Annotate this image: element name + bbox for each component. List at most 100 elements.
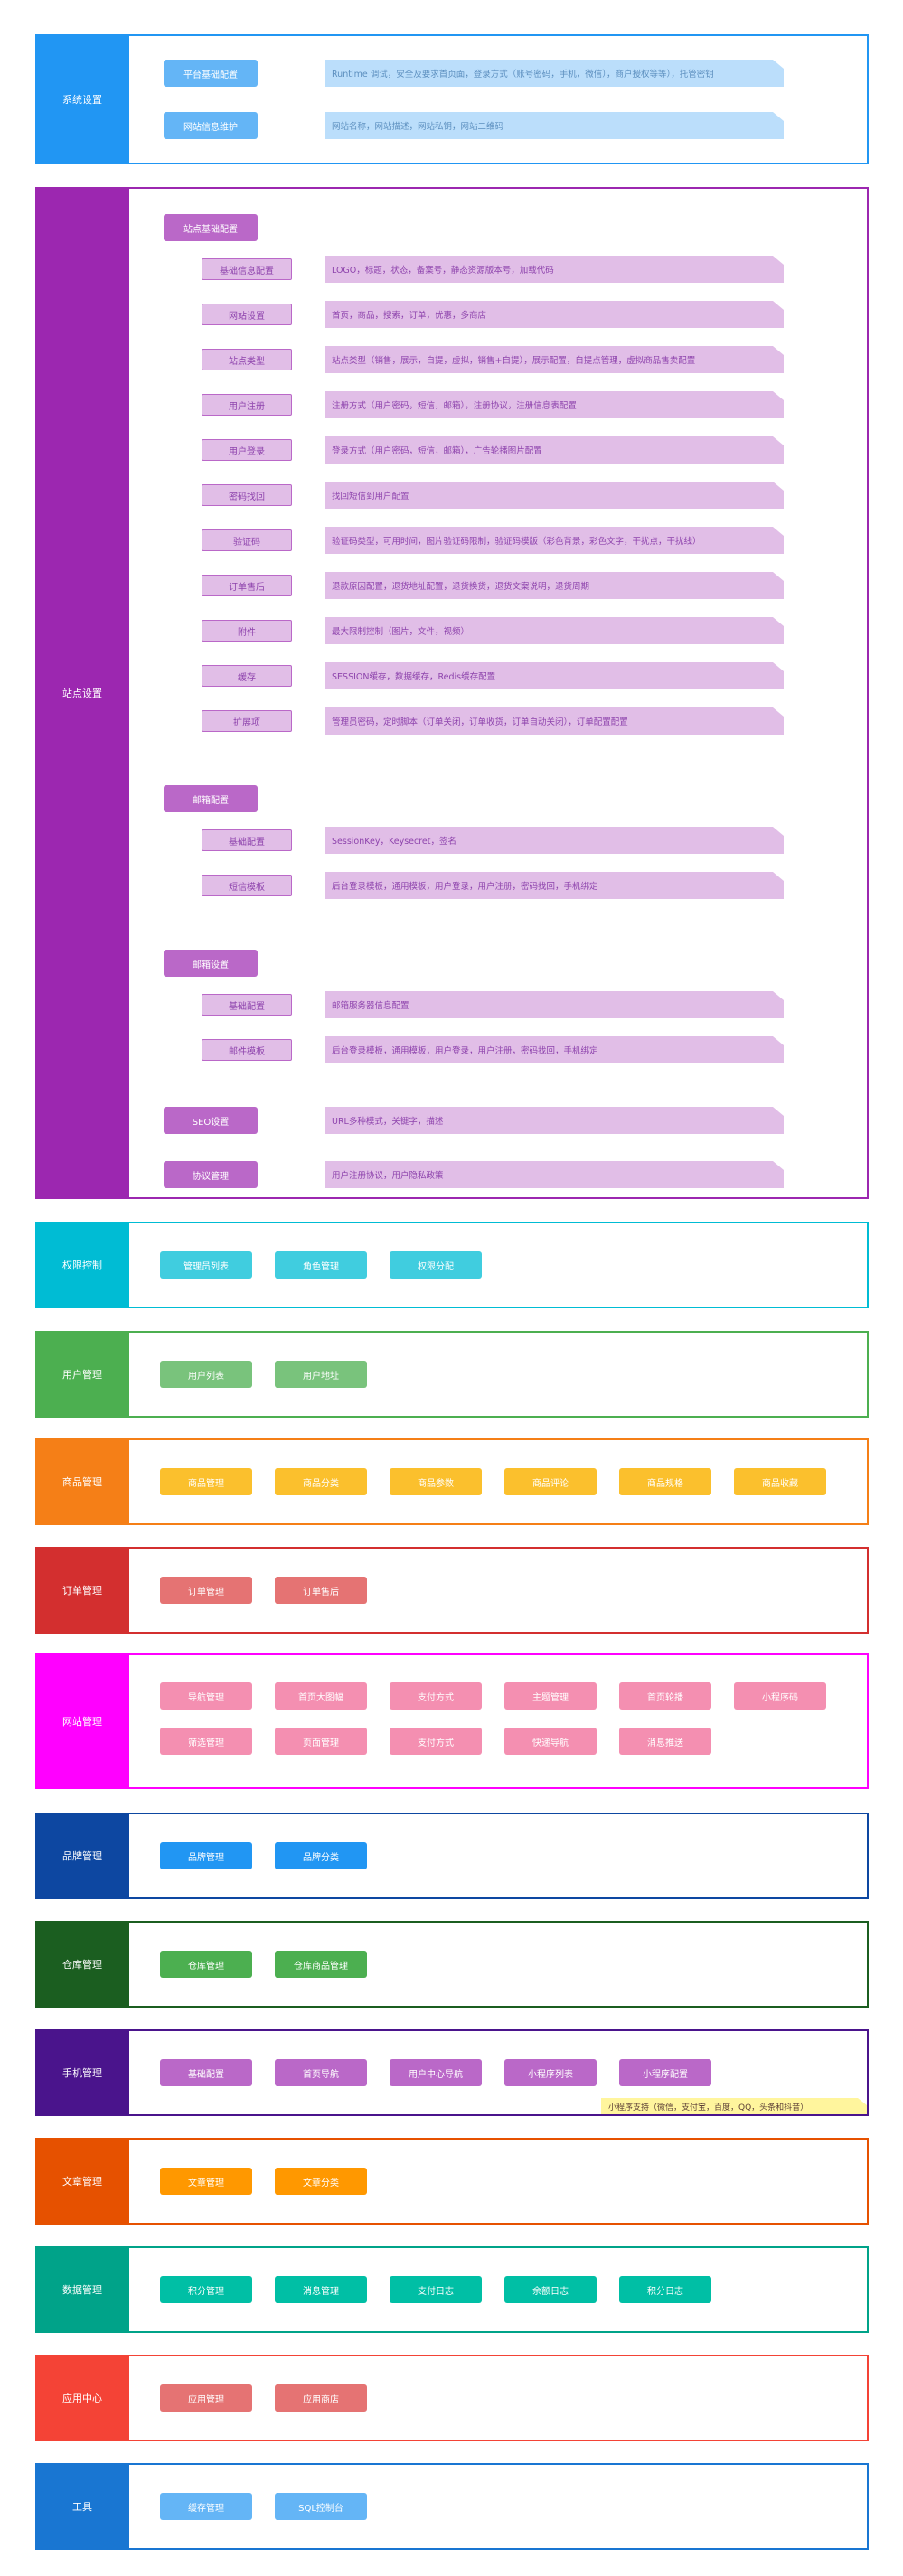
config-button[interactable]: 平台基础配置 bbox=[164, 60, 258, 87]
group-button[interactable]: 邮箱设置 bbox=[164, 950, 258, 977]
module-button[interactable]: 余额日志 bbox=[504, 2276, 597, 2303]
sub-item[interactable]: 基础信息配置 bbox=[202, 258, 292, 280]
section-title: 手机管理 bbox=[35, 2029, 129, 2116]
sub-item[interactable]: 扩展项 bbox=[202, 710, 292, 732]
module-button[interactable]: 订单管理 bbox=[160, 1577, 252, 1604]
sub-item[interactable]: 用户注册 bbox=[202, 394, 292, 416]
module-button[interactable]: 页面管理 bbox=[275, 1728, 367, 1755]
module-button[interactable]: 小程序配置 bbox=[619, 2059, 711, 2086]
tail-button[interactable]: SEO设置 bbox=[164, 1107, 258, 1134]
sub-item[interactable]: 站点类型 bbox=[202, 349, 292, 370]
module-button[interactable]: 商品规格 bbox=[619, 1468, 711, 1495]
module-button[interactable]: 支付日志 bbox=[390, 2276, 482, 2303]
config-description: 网站名称，网站描述，网站私钥，网站二维码 bbox=[325, 112, 784, 139]
section-title: 权限控制 bbox=[35, 1222, 129, 1308]
section-user: 用户管理 用户列表用户地址 bbox=[35, 1331, 869, 1418]
sub-item[interactable]: 密码找回 bbox=[202, 484, 292, 506]
corner-fold bbox=[773, 707, 784, 717]
module-button[interactable]: 积分管理 bbox=[160, 2276, 252, 2303]
module-button[interactable]: 仓库管理 bbox=[160, 1951, 252, 1978]
section-brand: 品牌管理品牌管理品牌分类 bbox=[35, 1813, 869, 1899]
section-title: 用户管理 bbox=[35, 1331, 129, 1418]
section-title: 站点设置 bbox=[35, 187, 129, 1199]
corner-fold bbox=[773, 301, 784, 310]
module-button[interactable]: 权限分配 bbox=[390, 1251, 482, 1279]
module-button[interactable]: 小程序码 bbox=[734, 1682, 826, 1710]
module-button[interactable]: 导航管理 bbox=[160, 1682, 252, 1710]
config-description: Runtime 调试，安全及要求首页面，登录方式（账号密码，手机，微信），商户授… bbox=[325, 60, 784, 87]
module-button[interactable]: 商品评论 bbox=[504, 1468, 597, 1495]
module-button[interactable]: 商品收藏 bbox=[734, 1468, 826, 1495]
sub-item[interactable]: 基础配置 bbox=[202, 994, 292, 1016]
sub-item-description: 找回短信到用户配置 bbox=[325, 482, 784, 509]
module-button[interactable]: 用户列表 bbox=[160, 1361, 252, 1388]
module-button[interactable]: 用户中心导航 bbox=[390, 2059, 482, 2086]
module-button[interactable]: 应用商店 bbox=[275, 2384, 367, 2412]
corner-fold bbox=[773, 1161, 784, 1170]
group-button[interactable]: 站点基础配置 bbox=[164, 214, 258, 241]
module-button[interactable]: 基础配置 bbox=[160, 2059, 252, 2086]
sub-item-description: 管理员密码，定时脚本（订单关闭，订单收货，订单自动关闭），订单配置配置 bbox=[325, 707, 784, 735]
module-button[interactable]: 小程序列表 bbox=[504, 2059, 597, 2086]
tail-button[interactable]: 协议管理 bbox=[164, 1161, 258, 1188]
sub-item[interactable]: 邮件模板 bbox=[202, 1039, 292, 1061]
sub-item[interactable]: 缓存 bbox=[202, 665, 292, 687]
sub-item[interactable]: 订单售后 bbox=[202, 575, 292, 596]
module-button[interactable]: SQL控制台 bbox=[275, 2493, 367, 2520]
module-button[interactable]: 应用管理 bbox=[160, 2384, 252, 2412]
module-button[interactable]: 支付方式 bbox=[390, 1728, 482, 1755]
module-button[interactable]: 首页轮播 bbox=[619, 1682, 711, 1710]
section-title: 工具 bbox=[35, 2463, 129, 2550]
tail-description: 用户注册协议，用户隐私政策 bbox=[325, 1161, 784, 1188]
module-button[interactable]: 品牌管理 bbox=[160, 1842, 252, 1869]
section-title: 系统设置 bbox=[35, 34, 129, 164]
sub-item[interactable]: 网站设置 bbox=[202, 304, 292, 325]
sub-item[interactable]: 用户登录 bbox=[202, 439, 292, 461]
tail-description: URL多种模式，关键字，描述 bbox=[325, 1107, 784, 1134]
sub-item-description: SessionKey，Keysecret，签名 bbox=[325, 827, 784, 854]
module-button[interactable]: 首页导航 bbox=[275, 2059, 367, 2086]
module-button[interactable]: 商品管理 bbox=[160, 1468, 252, 1495]
module-button[interactable]: 快递导航 bbox=[504, 1728, 597, 1755]
section-tools: 工具 缓存管理 SQL控制台 bbox=[35, 2463, 869, 2550]
sub-item-description: 验证码类型，可用时间，图片验证码限制，验证码模版（彩色背景，彩色文字，干扰点，干… bbox=[325, 527, 784, 554]
corner-fold bbox=[773, 391, 784, 400]
module-button[interactable]: 用户地址 bbox=[275, 1361, 367, 1388]
module-button[interactable]: 管理员列表 bbox=[160, 1251, 252, 1279]
module-button[interactable]: 仓库商品管理 bbox=[275, 1951, 367, 1978]
corner-fold bbox=[773, 527, 784, 536]
sub-item[interactable]: 附件 bbox=[202, 620, 292, 642]
sub-item-description: 站点类型（销售，展示，自提，虚拟，销售+自提），展示配置，自提点管理，虚拟商品售… bbox=[325, 346, 784, 373]
sub-item-description: 首页，商品，搜索，订单，优惠，多商店 bbox=[325, 301, 784, 328]
module-button[interactable]: 订单售后 bbox=[275, 1577, 367, 1604]
module-button[interactable]: 支付方式 bbox=[390, 1682, 482, 1710]
section-app: 应用中心应用管理应用商店 bbox=[35, 2355, 869, 2441]
corner-fold bbox=[773, 1107, 784, 1116]
module-button[interactable]: 角色管理 bbox=[275, 1251, 367, 1279]
module-button[interactable]: 缓存管理 bbox=[160, 2493, 252, 2520]
module-button[interactable]: 消息管理 bbox=[275, 2276, 367, 2303]
sub-item-description: 后台登录模板，通用模板，用户登录，用户注册，密码找回，手机绑定 bbox=[325, 872, 784, 899]
module-button[interactable]: 文章分类 bbox=[275, 2168, 367, 2195]
module-button[interactable]: 文章管理 bbox=[160, 2168, 252, 2195]
corner-fold bbox=[773, 872, 784, 881]
module-button[interactable]: 首页大图幅 bbox=[275, 1682, 367, 1710]
sub-item[interactable]: 短信模板 bbox=[202, 875, 292, 896]
sub-item[interactable]: 基础配置 bbox=[202, 829, 292, 851]
module-button[interactable]: 积分日志 bbox=[619, 2276, 711, 2303]
module-button[interactable]: 品牌分类 bbox=[275, 1842, 367, 1869]
corner-fold bbox=[773, 662, 784, 671]
module-button[interactable]: 商品分类 bbox=[275, 1468, 367, 1495]
section-goods: 商品管理商品管理商品分类商品参数商品评论商品规格商品收藏 bbox=[35, 1438, 869, 1525]
module-button[interactable]: 商品参数 bbox=[390, 1468, 482, 1495]
section-warehouse: 仓库管理仓库管理仓库商品管理 bbox=[35, 1921, 869, 2008]
module-button[interactable]: 主题管理 bbox=[504, 1682, 597, 1710]
config-button[interactable]: 网站信息维护 bbox=[164, 112, 258, 139]
group-button[interactable]: 邮箱配置 bbox=[164, 785, 258, 812]
sub-item[interactable]: 验证码 bbox=[202, 529, 292, 551]
module-button[interactable]: 消息推送 bbox=[619, 1728, 711, 1755]
sub-item-description: 退款原因配置，退货地址配置，退货换货，退货文案说明，退货周期 bbox=[325, 572, 784, 599]
module-button[interactable]: 筛选管理 bbox=[160, 1728, 252, 1755]
section-web: 网站管理导航管理首页大图幅支付方式主题管理首页轮播小程序码筛选管理页面管理支付方… bbox=[35, 1653, 869, 1789]
section-perm: 权限控制 管理员列表角色管理权限分配 bbox=[35, 1222, 869, 1308]
